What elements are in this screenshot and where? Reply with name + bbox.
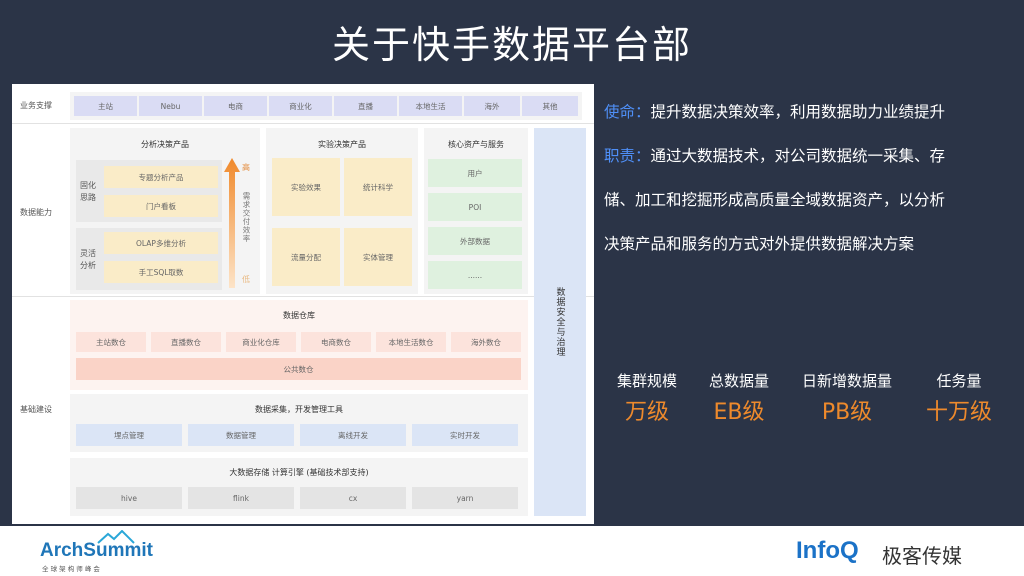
business-chip: 直播: [334, 96, 397, 116]
infoq-tagline: 极客传媒: [882, 544, 962, 568]
experiment-item: 实体管理: [344, 228, 412, 286]
business-chip: 海外: [464, 96, 520, 116]
warehouse-title: 数据仓库: [283, 311, 315, 320]
business-chip: Nebu: [139, 96, 202, 116]
stat-value: 万级: [624, 400, 669, 425]
duty-block: 职责：通过大数据技术，对公司数据统一采集、存 储、加工和挖掘形成高质量全域数据资…: [604, 134, 1014, 266]
duty-line-3: 决策产品和服务的方式对外提供数据解决方案: [604, 235, 915, 253]
archsummit-logo-text: ArchSummit: [40, 540, 153, 561]
analysis-item: 门户看板: [104, 195, 218, 217]
business-chip: 其他: [522, 96, 578, 116]
row-divider: [12, 123, 594, 124]
security-column: 数据安全与治理: [534, 128, 586, 516]
duty-text-1: 通过大数据技术，对公司数据统一采集、存: [650, 147, 946, 165]
business-chip: 主站: [74, 96, 137, 116]
efficiency-arrow: [224, 158, 240, 288]
infoq-logo: InfoQ: [796, 537, 859, 564]
core-item: ......: [428, 261, 522, 289]
footer-bar: ArchSummit 全 球 架 构 师 峰 会 InfoQ 极客传媒: [0, 526, 1024, 576]
security-label: 数据安全与治理: [554, 287, 565, 357]
row-divider: [12, 296, 594, 297]
storage-item: yarn: [412, 487, 518, 509]
archsummit-subtitle: 全 球 架 构 师 峰 会: [42, 565, 100, 573]
warehouse-common: 公共数仓: [76, 358, 521, 380]
duty-line-1: 职责：通过大数据技术，对公司数据统一采集、存: [604, 134, 1014, 178]
mission-text: 提升数据决策效率，利用数据助力业绩提升: [650, 103, 946, 121]
stat-label: 日新增数据量: [801, 372, 892, 390]
business-chip: 商业化: [269, 96, 332, 116]
collection-item: 数据管理: [188, 424, 294, 446]
warehouse-item: 直播数仓: [151, 332, 221, 352]
duty-line-2: 储、加工和挖掘形成高质量全域数据资产，以分析: [604, 191, 946, 209]
analysis-group2-label: 灵活 分析: [80, 249, 96, 270]
experiment-item: 流量分配: [272, 228, 340, 286]
mission-label: 使命: [604, 103, 636, 121]
business-chip: 电商: [204, 96, 267, 116]
stat-label: 任务量: [936, 372, 982, 390]
stat-value: EB级: [713, 400, 765, 425]
arrow-mid-label: 需求交付效率: [242, 192, 251, 243]
core-item: 外部数据: [428, 227, 522, 255]
collection-item: 离线开发: [300, 424, 406, 446]
mission-colon: ：: [635, 103, 651, 121]
duty-label: 职责: [604, 147, 636, 165]
stat-value: PB级: [821, 400, 873, 425]
experiment-item: 实验效果: [272, 158, 340, 216]
analysis-title: 分析决策产品: [141, 140, 189, 149]
stat-label: 集群规模: [616, 372, 677, 390]
warehouse-item: 电商数仓: [301, 332, 371, 352]
core-item: 用户: [428, 159, 522, 187]
stat-label: 总数据量: [708, 372, 769, 390]
core-item: POI: [428, 193, 522, 221]
analysis-item: 专题分析产品: [104, 166, 218, 188]
warehouse-item: 本地生活数仓: [376, 332, 446, 352]
analysis-item: OLAP多维分析: [104, 232, 218, 254]
archsummit-logo: ArchSummit: [40, 540, 153, 562]
page-title: 关于快手数据平台部: [331, 23, 692, 67]
architecture-diagram: 业务支撑 数据能力 基础建设 主站 Nebu 电商 商业化 直播 本地生活 海外…: [12, 84, 594, 524]
warehouse-item: 商业化仓库: [226, 332, 296, 352]
experiment-title: 实验决策产品: [318, 140, 366, 149]
storage-item: hive: [76, 487, 182, 509]
business-chip: 本地生活: [399, 96, 462, 116]
storage-item: cx: [300, 487, 406, 509]
analysis-group1-label: 固化 思路: [80, 181, 96, 202]
storage-title: 大数据存储 计算引擎 (基础技术部支持): [229, 468, 369, 477]
collection-item: 实时开发: [412, 424, 518, 446]
collection-title: 数据采集，开发管理工具: [255, 405, 343, 414]
row-label-business: 业务支撑: [20, 101, 52, 110]
analysis-item: 手工SQL取数: [104, 261, 218, 283]
mission-line: 使命：提升数据决策效率，利用数据助力业绩提升: [604, 90, 1014, 134]
stat-value: 十万级: [925, 400, 992, 425]
mountain-logo-icon: [97, 530, 135, 544]
core-title: 核心资产与服务: [448, 140, 504, 149]
warehouse-item: 海外数仓: [451, 332, 521, 352]
arrow-bottom-label: 低: [242, 275, 250, 284]
row-label-foundation: 基础建设: [20, 405, 52, 414]
collection-item: 埋点管理: [76, 424, 182, 446]
storage-item: flink: [188, 487, 294, 509]
duty-colon: ：: [635, 147, 651, 165]
warehouse-item: 主站数仓: [76, 332, 146, 352]
arrow-top-label: 高: [242, 163, 250, 172]
row-label-capability: 数据能力: [20, 208, 52, 217]
experiment-item: 统计科学: [344, 158, 412, 216]
